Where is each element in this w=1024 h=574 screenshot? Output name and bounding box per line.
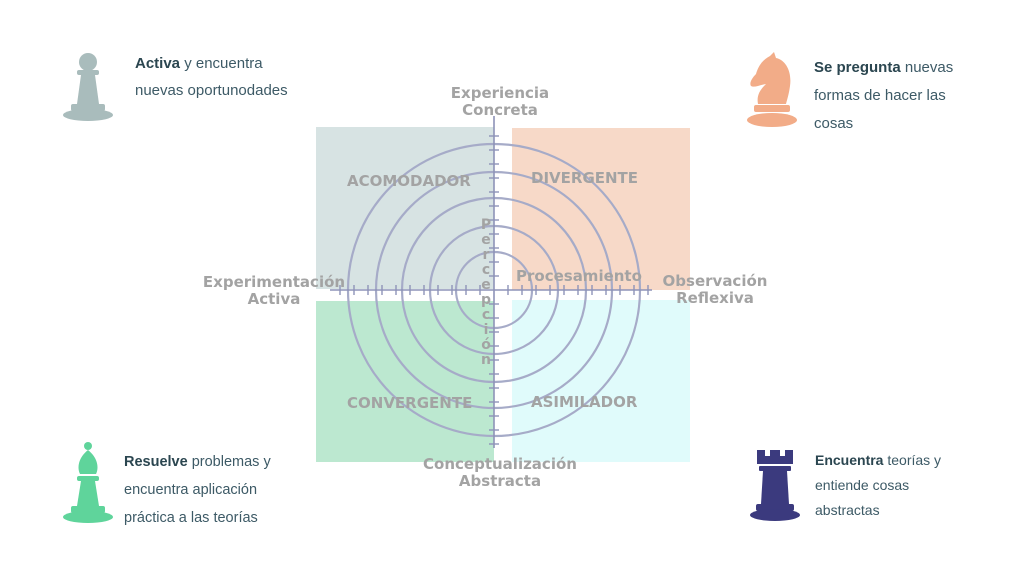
processing-label: Procesamiento <box>516 267 642 285</box>
description-encuentra: Encuentra teorías y entiende cosas abstr… <box>815 448 975 523</box>
description-resuelve-bold: Resuelve <box>124 454 188 470</box>
quadrant-convergent <box>316 301 494 462</box>
perception-letter: n <box>481 352 491 368</box>
axis-label-left-line2: Activa <box>247 290 301 308</box>
description-activa-text: y encuentra nuevas oportunodades <box>135 55 288 99</box>
description-encuentra-bold: Encuentra <box>815 452 884 468</box>
quadrant-label-convergent: CONVERGENTE <box>347 394 473 412</box>
perception-letter: c <box>481 262 491 278</box>
axis-label-left-line1: Experimentación <box>202 273 346 291</box>
quadrant-assimilator <box>512 300 690 462</box>
knight-icon <box>747 52 797 127</box>
perception-letter: P <box>480 217 492 233</box>
description-se-pregunta-text: nuevas formas de hacer las cosas <box>814 59 954 132</box>
quadrant-label-divergent: DIVERGENTE <box>531 169 639 187</box>
bishop-icon <box>63 442 113 523</box>
axis-label-left: Experimentación Activa <box>194 274 354 308</box>
perception-letter: i <box>483 322 489 338</box>
perception-letter: c <box>481 307 491 323</box>
perception-label: P e r c e p c i ó n <box>478 218 494 368</box>
axis-label-top-line1: Experiencia <box>450 84 550 102</box>
axis-label-right-line2: Reflexiva <box>676 289 754 307</box>
quadrant-label-accomodator: ACOMODADOR <box>347 172 471 190</box>
perception-letter: p <box>480 292 492 308</box>
description-activa: Activa y encuentra nuevas oportunodades <box>135 50 305 104</box>
perception-letter: r <box>482 247 490 263</box>
description-resuelve: Resuelve problemas y encuentra aplicació… <box>124 448 304 532</box>
axis-label-bottom-line2: Abstracta <box>458 472 542 490</box>
axis-label-right: Observación Reflexiva <box>650 273 780 307</box>
quadrant-divergent <box>512 128 690 290</box>
perception-letter: ó <box>481 337 491 353</box>
rook-icon <box>750 450 800 521</box>
description-encuentra-text: teorías y entiende cosas abstractas <box>815 452 942 518</box>
description-activa-bold: Activa <box>135 55 181 72</box>
axis-ticks <box>339 135 649 445</box>
perception-letter: e <box>481 277 491 293</box>
description-se-pregunta: Se pregunta nuevas formas de hacer las c… <box>814 54 989 138</box>
axis-label-top: Experiencia Concreta <box>440 85 560 119</box>
axis-label-bottom-line1: Conceptualización <box>423 455 577 473</box>
quadrant-accomodator <box>316 127 494 289</box>
axis-label-top-line2: Concreta <box>462 101 538 119</box>
description-resuelve-text: problemas y encuentra aplicación práctic… <box>124 454 271 526</box>
pawn-icon <box>63 53 113 121</box>
perception-letter: e <box>481 232 491 248</box>
quadrant-label-assimilator: ASIMILADOR <box>531 393 638 411</box>
axis-label-right-line1: Observación <box>662 272 768 290</box>
axis-label-bottom: Conceptualización Abstracta <box>410 456 590 490</box>
description-se-pregunta-bold: Se pregunta <box>814 59 901 76</box>
